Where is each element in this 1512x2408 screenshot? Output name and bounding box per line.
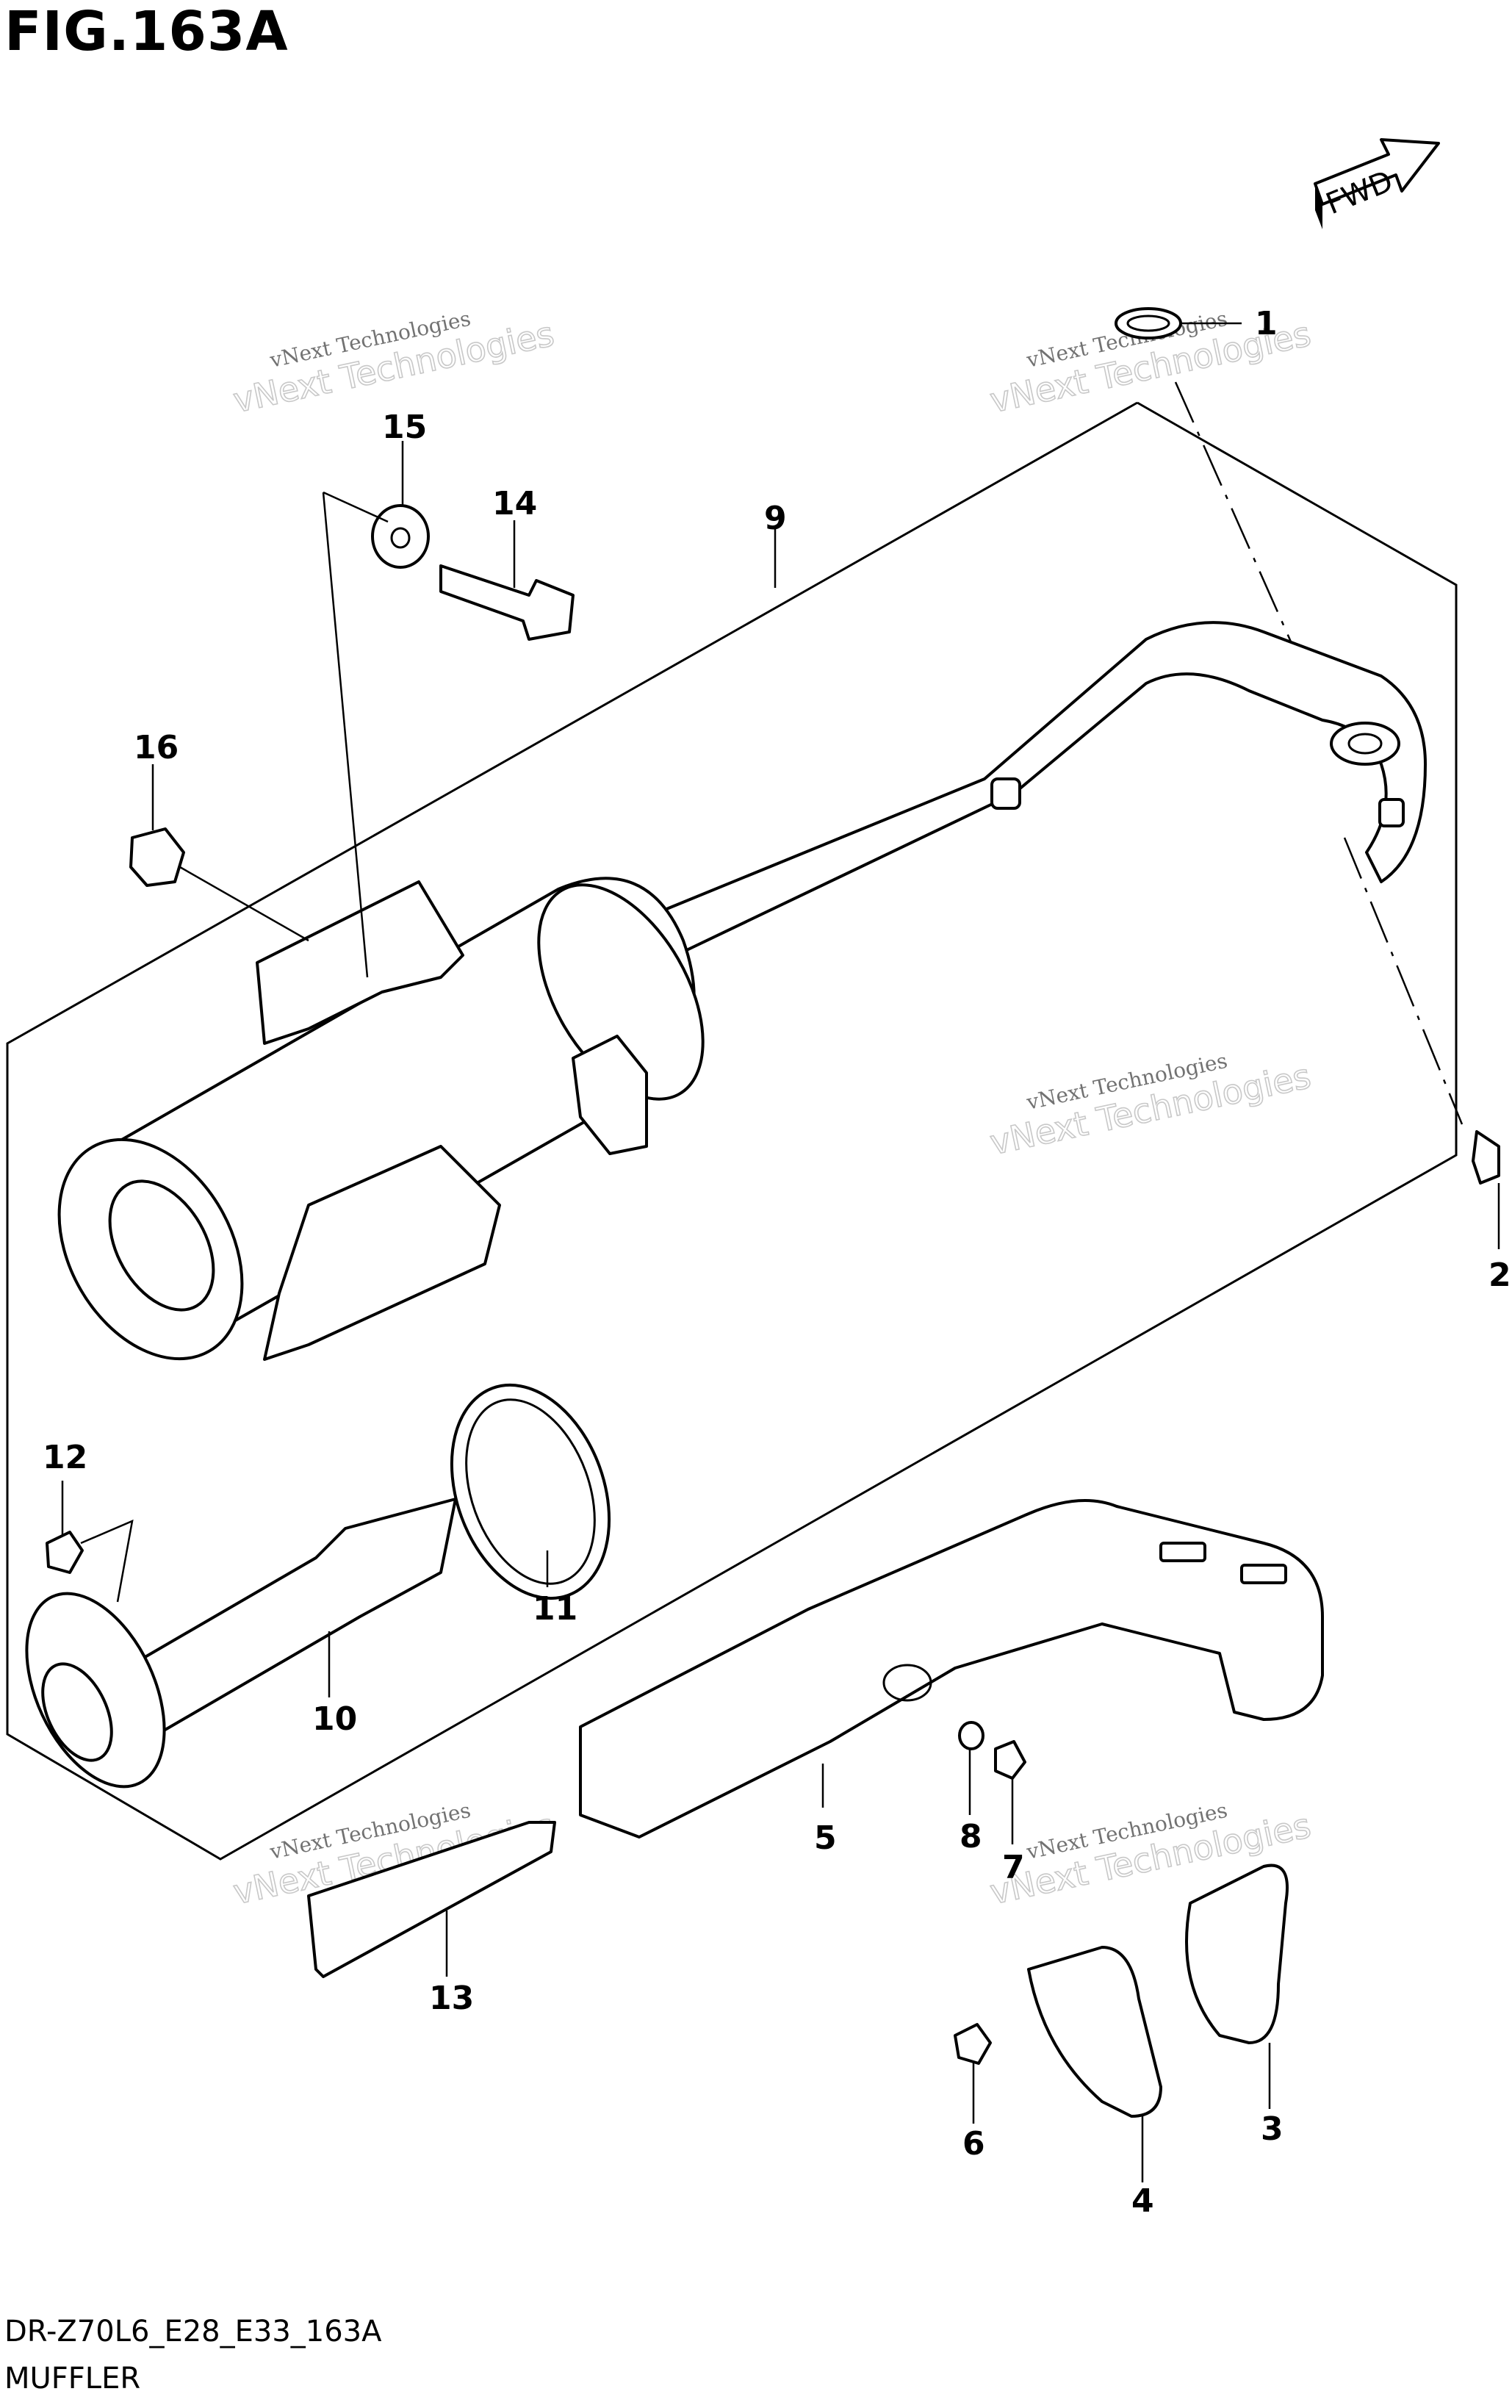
- heat-shield-vent-1: [1159, 1542, 1206, 1562]
- gasket-inner: [465, 1398, 596, 1585]
- nut-part-16: [129, 827, 185, 887]
- protector-part-13: [307, 1821, 556, 1978]
- washer-hole: [390, 527, 411, 549]
- muffler-lower-bracket: [263, 1145, 501, 1361]
- callout-6: 6: [962, 2125, 985, 2163]
- fwd-arrow-shadow: [1315, 184, 1322, 229]
- callout-12: 12: [43, 1439, 87, 1476]
- callout-11: 11: [533, 1590, 577, 1628]
- assembly-frame: [6, 401, 1458, 1861]
- bolt-part-14: [439, 564, 575, 641]
- watermark-top-left: vNext Technologies vNext Technologies: [229, 306, 558, 421]
- callout-5: 5: [814, 1819, 837, 1857]
- centerline-gasket: [1174, 381, 1295, 647]
- muffler-rear-cap: [537, 883, 705, 1101]
- callout-15: 15: [382, 409, 427, 446]
- pipe-stud-lower: [1378, 798, 1405, 827]
- leader-15-line: [322, 491, 389, 978]
- pipe-flange: [1330, 722, 1400, 766]
- gasket-ring-part-1: [1115, 307, 1182, 339]
- muffler-side-bracket: [572, 1035, 648, 1155]
- pipe-flange-hole: [1347, 733, 1383, 755]
- muffler-upper-bracket: [256, 880, 464, 1045]
- fwd-arrow-shape: [1314, 138, 1440, 206]
- tail-pipe-outlet: [41, 1662, 113, 1762]
- callout-14: 14: [492, 485, 537, 522]
- pipe-stud: [990, 777, 1021, 810]
- figure-title: FIG.163A: [4, 0, 289, 63]
- guard-part-3: [1185, 1863, 1289, 2044]
- callout-9: 9: [764, 500, 787, 537]
- heat-shield-part-5: [579, 1499, 1324, 1839]
- gasket-ring-inner: [1126, 315, 1170, 332]
- washer-part-15: [371, 504, 430, 569]
- washer-part-8: [958, 1721, 984, 1750]
- callout-10: 10: [312, 1700, 357, 1738]
- muffler-outlet-hole: [108, 1179, 215, 1312]
- callout-13: 13: [429, 1980, 474, 2017]
- head-pipe: [660, 621, 1427, 957]
- gasket-part-11: [450, 1383, 611, 1600]
- watermark-mid-right: vNext Technologies vNext Technologies: [986, 1049, 1315, 1163]
- fwd-arrow: FWD: [1314, 138, 1440, 229]
- screw-part-6: [954, 2023, 992, 2065]
- centerline-bolt-2: [1343, 837, 1464, 1125]
- callout-1: 1: [1255, 305, 1278, 342]
- figure-code: DR-Z70L6_E28_E33_163A: [4, 2315, 382, 2348]
- heat-shield-hole: [882, 1664, 932, 1702]
- bolt-part-2: [1472, 1130, 1500, 1185]
- callout-2: 2: [1488, 1257, 1511, 1294]
- callout-3: 3: [1261, 2110, 1284, 2148]
- muffler-assembly-part-9: [57, 621, 1427, 1361]
- callout-8: 8: [960, 1818, 982, 1855]
- leader-16-line: [179, 866, 309, 942]
- callout-16: 16: [134, 729, 179, 766]
- figure-name: MUFFLER: [4, 2362, 141, 2396]
- heat-shield-vent-2: [1240, 1564, 1287, 1584]
- callout-4: 4: [1131, 2182, 1154, 2220]
- screw-part-12: [46, 1531, 84, 1574]
- leader-12: [61, 1481, 134, 1603]
- callout-7: 7: [1002, 1849, 1025, 1886]
- screw-part-7: [994, 1740, 1026, 1780]
- guard-part-4: [1027, 1946, 1162, 2118]
